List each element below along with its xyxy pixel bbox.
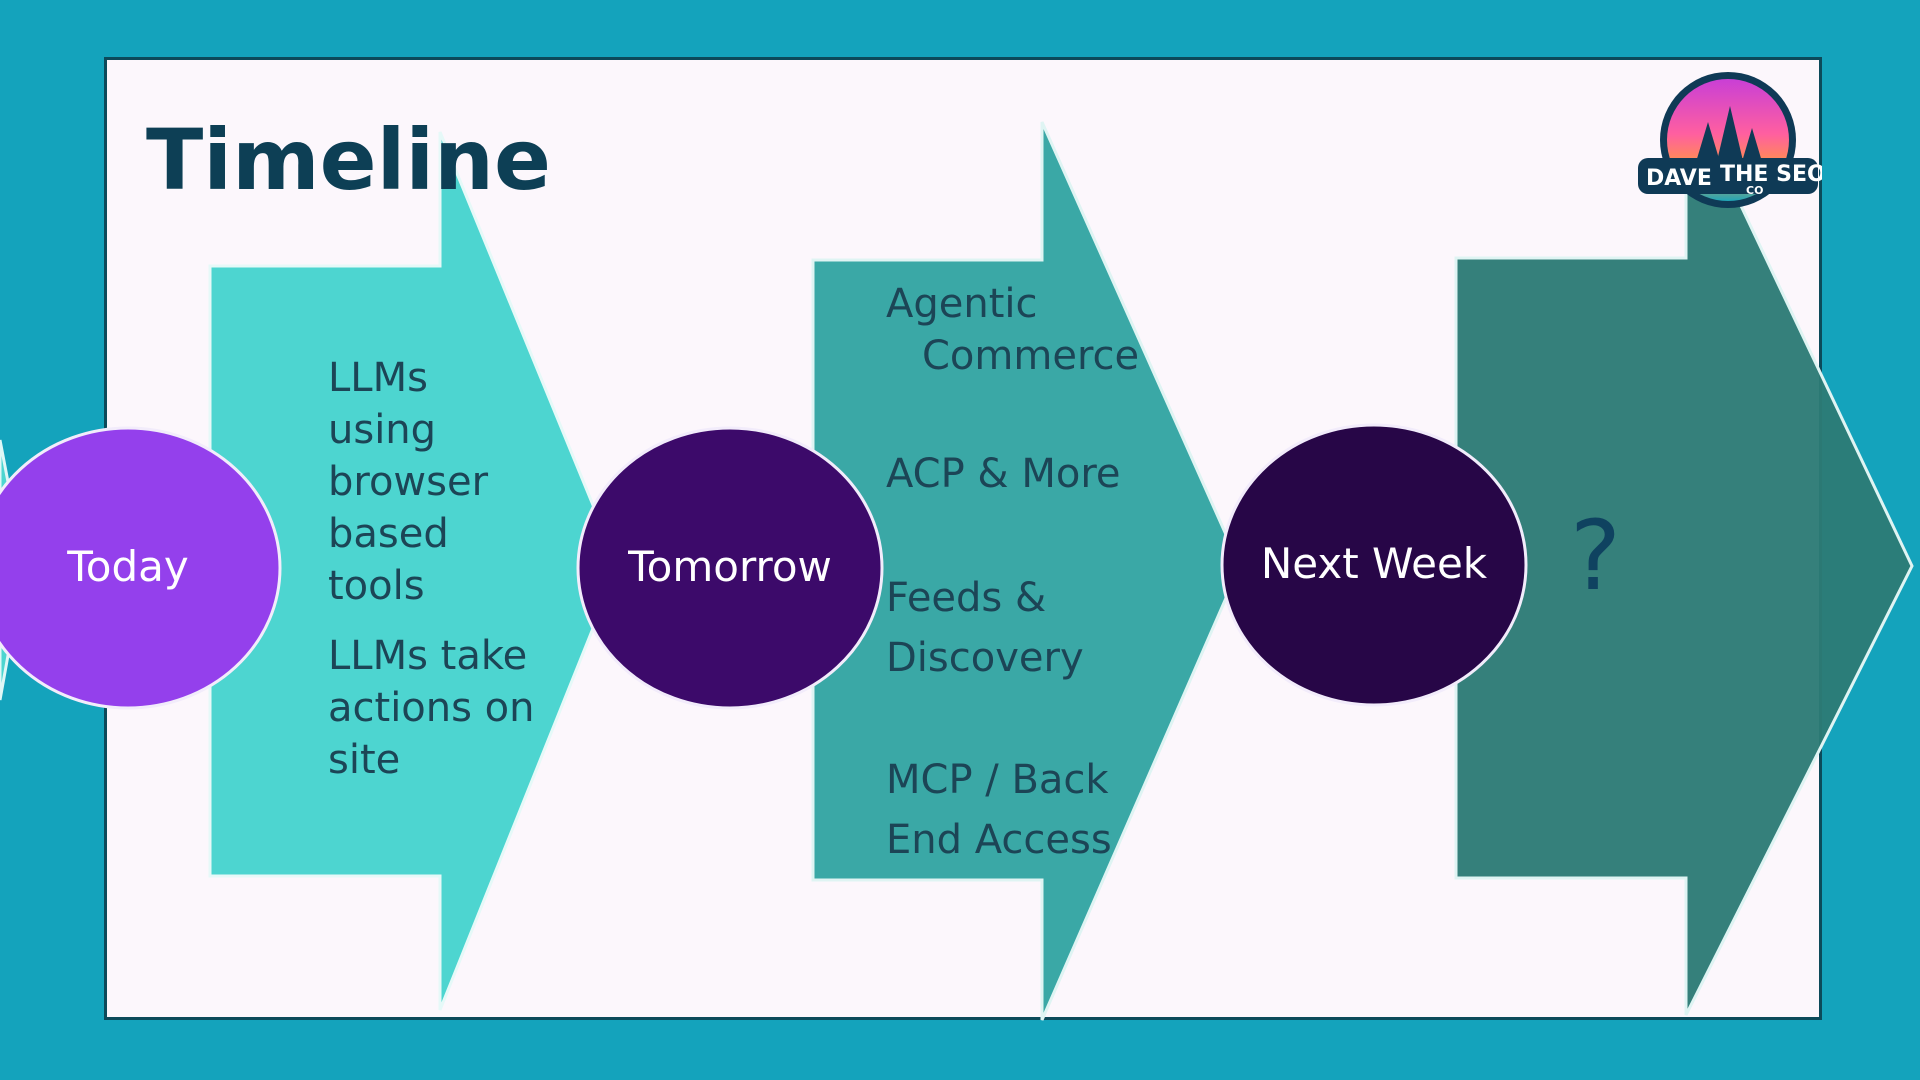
- list-item: LLMs take actions on site: [328, 633, 535, 783]
- today-items-2: LLMs take actions on site: [328, 630, 578, 786]
- logo-text-right: THE SEO: [1720, 162, 1822, 187]
- stage-label-tomorrow: Tomorrow: [628, 542, 832, 591]
- arrow-tomorrow: [811, 121, 1242, 1021]
- tomorrow-item-3: Feeds & Discovery: [886, 568, 1116, 688]
- stage-circle-next-week: [1220, 423, 1528, 707]
- tomorrow-item-1: Agentic Commerce: [886, 278, 1156, 382]
- arrow-today: [208, 131, 620, 1011]
- arrow-next-week: [1454, 89, 1914, 1016]
- logo-text-sub: CO: [1746, 184, 1763, 197]
- stage-label-next-week: Next Week: [1260, 539, 1488, 588]
- logo-text-left: DAVE: [1646, 166, 1712, 191]
- stage-circle-tomorrow: [576, 426, 884, 710]
- today-items: LLMs using browser based tools: [328, 352, 528, 612]
- list-item: LLMs using browser based tools: [328, 355, 489, 609]
- tomorrow-item-2: ACP & More: [886, 448, 1186, 500]
- list-item: MCP / Back End Access: [886, 757, 1112, 863]
- list-item: ACP & More: [886, 451, 1121, 497]
- stage-label-today: Today: [67, 542, 189, 591]
- list-item: Agentic Commerce: [886, 281, 1140, 379]
- stage-circle-today: [0, 426, 282, 710]
- tomorrow-item-4: MCP / Back End Access: [886, 750, 1156, 870]
- logo-badge: DAVE THE SEO CO: [1638, 72, 1822, 208]
- slide-title: Timeline: [146, 111, 551, 209]
- list-item: Feeds & Discovery: [886, 575, 1084, 681]
- next-week-question-mark: ?: [1570, 500, 1621, 612]
